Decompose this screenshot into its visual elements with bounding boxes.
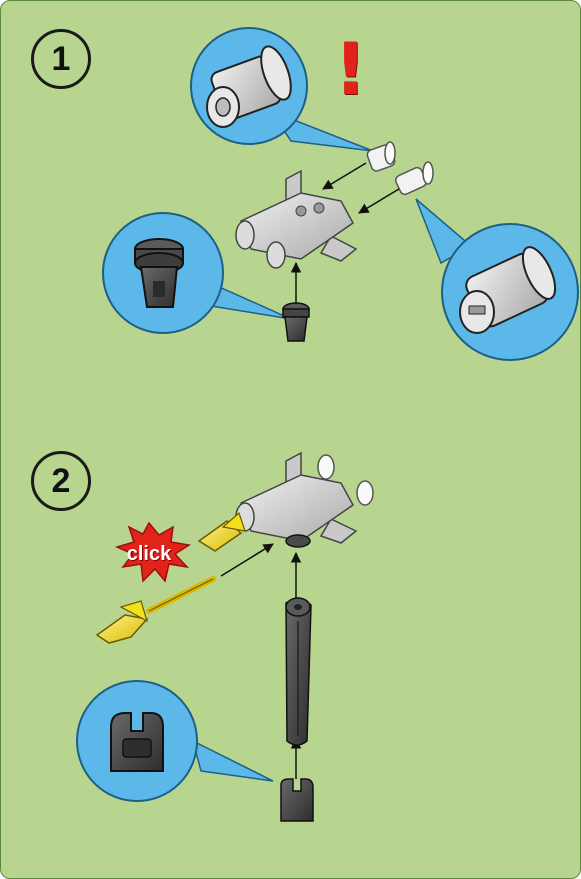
callout-clip — [77, 681, 273, 801]
click-label: click — [117, 543, 181, 566]
pin-part-1 — [366, 142, 396, 172]
dark-arm-part — [286, 598, 311, 745]
arrow-pin-2 — [359, 189, 399, 213]
ship-body-step1 — [236, 171, 356, 268]
warning-icon: ! — [334, 33, 367, 105]
ship-body-step2 — [236, 453, 373, 547]
clip-part — [281, 779, 313, 821]
yellow-missile-loose — [97, 579, 213, 643]
connector-part-step1 — [283, 303, 309, 341]
arrow-pin-1 — [323, 163, 366, 189]
yellow-tip-attached — [199, 513, 245, 551]
arrow-missile — [221, 544, 273, 576]
pin-part-2 — [394, 162, 433, 196]
callout-peg-right — [416, 199, 578, 360]
